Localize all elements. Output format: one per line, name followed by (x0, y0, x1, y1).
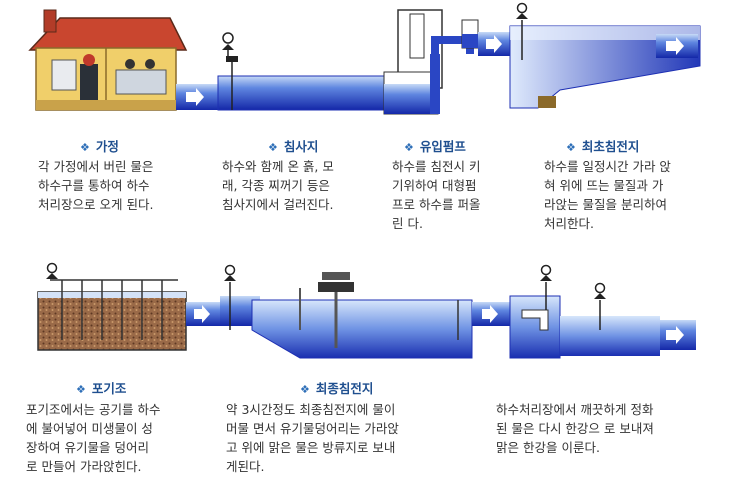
stage-title-home: ❖가정 (80, 139, 119, 154)
valve-icon (516, 2, 528, 19)
flow-arrow-icon (194, 305, 210, 323)
final-settling-tank (220, 272, 473, 359)
stage-desc-final: 약 3시간정도 최종침전지에 물이 머물 면서 유기물덩어리는 가라앉 고 위에… (226, 402, 399, 474)
valve-icon (540, 264, 552, 281)
diamond-bullet-icon: ❖ (404, 141, 414, 154)
primary-settling-tank (509, 20, 701, 109)
flow-arrow-icon (186, 88, 204, 106)
stage-desc-discharge: 하수처리장에서 깨끗하게 정화 된 물은 다시 한강으 로 보내져 맑은 한강을… (496, 402, 654, 455)
stage-title-final: ❖최종침전지 (300, 381, 374, 396)
valve-icon (222, 32, 234, 58)
stage-desc-home: 각 가정에서 버린 물은 하수구를 통하여 하수 처리장으로 오게 된다. (38, 159, 154, 212)
discharge-channel (509, 282, 660, 359)
stage-title-aeration: ❖포기조 (76, 381, 127, 396)
flow-arrow-icon (666, 326, 684, 344)
diamond-bullet-icon: ❖ (76, 383, 86, 396)
stage-desc-pump: 하수를 침전시 키 기위하여 대형펌 프로 하수를 퍼올 린 다. (392, 159, 481, 231)
flow-arrow-icon (486, 35, 502, 53)
stage-title-grit: ❖침사지 (268, 139, 319, 154)
stage-desc-primary: 하수를 일정시간 가라 앉 혀 위에 뜨는 물질과 가 라앉는 물질을 분리하여… (544, 159, 671, 231)
aeration-tank (37, 279, 187, 351)
valve-icon (594, 282, 606, 299)
valve-icon (46, 262, 58, 279)
diamond-bullet-icon: ❖ (268, 141, 278, 154)
diamond-bullet-icon: ❖ (80, 141, 90, 154)
grit-chamber (217, 56, 389, 111)
valve-icon (224, 264, 236, 281)
flow-arrow-icon (482, 305, 498, 323)
diamond-bullet-icon: ❖ (300, 383, 310, 396)
stage-title-primary: ❖최초침전지 (566, 139, 640, 154)
house-illustration (28, 9, 188, 111)
stage-title-pump: ❖유입펌프 (404, 139, 466, 154)
inflow-pump (383, 9, 479, 115)
stage-desc-aeration: 포기조에서는 공기를 하수 에 불어넣어 미생물이 성 장하여 유기물을 덩어리… (26, 402, 161, 474)
diamond-bullet-icon: ❖ (566, 141, 576, 154)
stage-desc-grit: 하수와 함께 온 흙, 모 래, 각종 찌꺼기 등은 침사지에서 걸러진다. (222, 159, 334, 212)
flow-arrow-icon (666, 37, 684, 55)
